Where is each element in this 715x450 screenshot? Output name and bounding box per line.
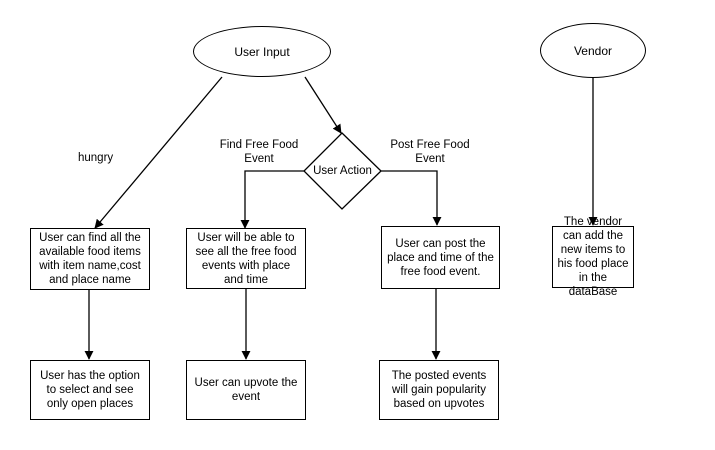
popularity-node: The posted events will gain popularity b…: [379, 360, 499, 420]
user-action-diamond: [303, 132, 382, 210]
edge-action-to-post-event: [381, 170, 442, 226]
vendor-node: Vendor: [540, 23, 646, 78]
edge-label-hungry: hungry: [78, 152, 114, 164]
open-places-node: User has the option to select and see on…: [30, 360, 150, 420]
edge-label-post-free-food-event: Post Free Food Event: [390, 139, 470, 165]
vendor-add-node: The vendor can add the new items to his …: [552, 216, 634, 298]
edge-input-to-find-items: [94, 76, 223, 229]
upvote-node: User can upvote the event: [186, 360, 306, 420]
see-free-events-node: User will be able to see all the free fo…: [186, 228, 306, 289]
edge-action-to-free-events: [240, 170, 304, 229]
edge-input-to-action: [304, 76, 342, 134]
edge-label-find-free-food-event: Find Free Food Event: [219, 139, 299, 165]
post-event-node: User can post the place and time of the …: [381, 226, 500, 289]
user-input-node: User Input: [193, 26, 331, 77]
user-action-label: User Action: [313, 165, 372, 177]
find-items-node: User can find all the available food ite…: [30, 228, 150, 290]
